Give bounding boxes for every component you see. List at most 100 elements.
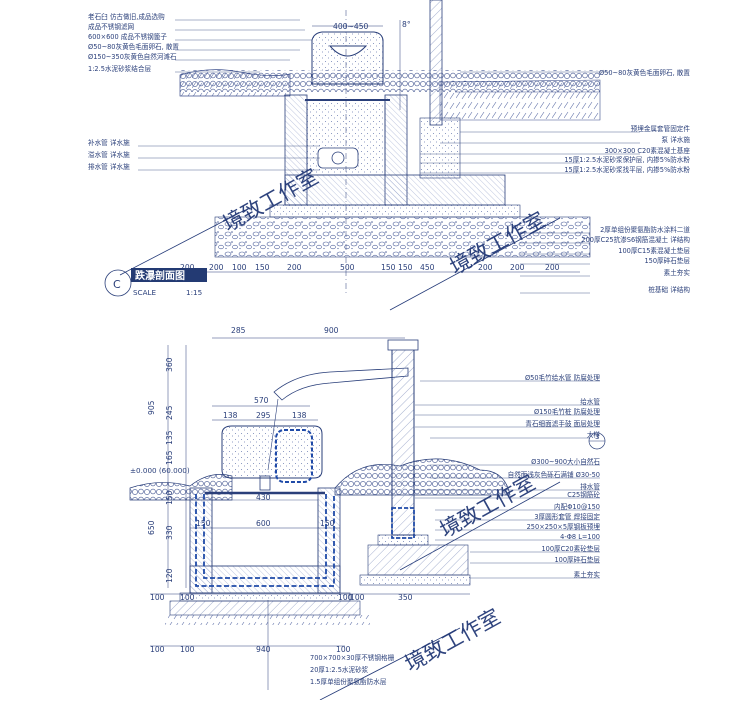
top-left-leaders xyxy=(138,19,320,171)
bottom-right-note: 内配Φ10@150 xyxy=(554,502,600,511)
top-right-note: 150厚碎石垫层 xyxy=(644,256,690,265)
top-right-note: 300×300 C20素混凝土基座 xyxy=(605,146,691,155)
bottom-bottom-note: 1.5厚单组份聚氨酯防水层 xyxy=(310,677,387,686)
top-bottom-dim: 500 xyxy=(340,263,355,272)
bottom-right-note: 给水管 xyxy=(580,397,600,406)
bottom-right-note: 100厚C20素砼垫层 xyxy=(541,544,600,553)
top-right-note: 泵 详水施 xyxy=(662,135,691,144)
bottom-right-note: 排水管 xyxy=(580,482,600,491)
bottom-right-note: 大样 xyxy=(587,430,601,439)
bottom-bottom-dim: 100 xyxy=(350,593,365,602)
top-bottom-dim: 200 xyxy=(478,263,493,272)
bottom-bottom-dim: 100 xyxy=(150,645,165,654)
bottom-dim-285: 285 xyxy=(231,326,246,335)
bottom-bottom-dim: 100 xyxy=(336,645,351,654)
bottom-right-note: 青石细面滤手鼓 面层处理 xyxy=(525,419,600,428)
bottom-right-note: 自然面浅灰色砾石满铺 Ø30-50 xyxy=(508,470,600,479)
top-right-note: 15厚1:2.5水泥砂浆找平层, 内掺5%防水粉 xyxy=(564,165,690,174)
spout-pipe xyxy=(273,367,409,401)
watermark-line-2 xyxy=(389,217,561,311)
bottom-right-note: Ø300~900大小自然石 xyxy=(531,457,600,466)
bottom-bottom-dim: 100 xyxy=(150,593,165,602)
bottom-post-plinth xyxy=(377,534,429,546)
bottom-left-dim: 330 xyxy=(165,525,174,540)
stone-mortar xyxy=(311,31,384,85)
bottom-left-dim: 905 xyxy=(147,400,156,415)
top-bottom-dim: 150 xyxy=(381,263,396,272)
bottom-bottom-notes: 700×700×30厚不锈钢格栅 20厚1:2.5水泥砂浆 1.5厚单组份聚氨酯防水… xyxy=(310,653,395,686)
watermark-4: 境致工作室 xyxy=(401,604,504,676)
top-bottom-dim: 200 xyxy=(287,263,302,272)
bottom-left-dim: 245 xyxy=(165,405,174,420)
pump xyxy=(317,147,359,169)
top-dim-width: 400~450 xyxy=(333,22,369,31)
top-left-pipe-note: 溢水管 详水施 xyxy=(88,150,130,159)
bottom-right-note: 4-Φ8 L=100 xyxy=(560,533,600,541)
bottom-left-dim: 360 xyxy=(165,357,174,372)
top-right-note: 15厚1:2.5水泥砂浆保护层, 内掺5%防水粉 xyxy=(564,155,690,164)
bottom-right-note: Ø150毛竹桩 防腐处理 xyxy=(534,407,600,416)
bottom-right-note: 3厚圆形套管 焊接固定 xyxy=(534,512,600,521)
bottom-foundation2 xyxy=(169,600,361,616)
top-bottom-dim: 150 xyxy=(398,263,413,272)
bottom-dim-900: 900 xyxy=(324,326,339,335)
bottom-rebar-outline xyxy=(195,494,335,587)
bottom-dim-570: 570 xyxy=(254,396,269,405)
bottom-post-footing xyxy=(367,544,469,576)
top-right-note: 桩基础 详结构 xyxy=(648,285,690,294)
top-left-note: 600×600 成品不锈钢篦子 xyxy=(88,32,167,41)
bottom-left-dim: 135 xyxy=(165,430,174,445)
top-dim-angle: 8° xyxy=(402,20,411,29)
bottom-basin-overflow xyxy=(259,475,271,491)
bottom-left-dim: 650 xyxy=(147,520,156,535)
bottom-dim-138b: 138 xyxy=(292,411,307,420)
bottom-bamboo-cap xyxy=(387,339,419,351)
top-left-note: Ø50~80灰黄色毛面卵石, 散置 xyxy=(88,42,179,51)
top-title-bg xyxy=(131,268,207,282)
bottom-left-dim: 120 xyxy=(165,568,174,583)
bottom-section: 285 900 570 138 295 138 360 905 245 135 165 6… xyxy=(129,326,606,690)
bottom-stone-basin xyxy=(221,425,323,479)
bottom-dim-138a: 138 xyxy=(223,411,238,420)
bottom-right-note: 250×250×5厚钢板预埋 xyxy=(527,522,601,531)
watermark-line-4 xyxy=(319,627,461,701)
bottom-left-dim: 165 xyxy=(165,450,174,465)
top-bottom-dim: 450 xyxy=(420,263,435,272)
top-left-note: Ø150~350灰黄色自然河滩石 xyxy=(88,52,177,61)
bottom-bottom-dim: 100 xyxy=(180,593,195,602)
watermark-line-1 xyxy=(119,209,246,276)
top-scale-label: SCALE xyxy=(133,288,157,297)
bottom-pool-floor xyxy=(189,565,341,594)
bottom-bottom-note: 20厚1:2.5水泥砂浆 xyxy=(310,665,369,674)
bottom-dim-150b: 150 xyxy=(320,519,335,528)
top-bottom-dim: 200 xyxy=(209,263,224,272)
bottom-dim-430: 430 xyxy=(256,493,271,502)
top-bottom-dim: 100 xyxy=(232,263,247,272)
bottom-basin-dashed xyxy=(275,429,313,483)
top-right-leaders xyxy=(420,71,640,294)
top-post-footing xyxy=(419,117,461,179)
bottom-right-note: C25钢筋砼 xyxy=(567,490,600,499)
top-base-gravel xyxy=(214,216,591,258)
bottom-pool-water xyxy=(211,499,319,567)
top-bottom-dim: 150 xyxy=(255,263,270,272)
top-scale-value: 1:15 xyxy=(186,288,202,297)
bottom-soil xyxy=(165,615,370,625)
top-ground-right xyxy=(439,79,601,121)
bottom-bottom-note: 700×700×30厚不锈钢格栅 xyxy=(310,653,395,662)
top-base-layer1 xyxy=(269,204,521,218)
bottom-dim-600: 600 xyxy=(256,519,271,528)
top-right-note: 100厚C15素混凝土垫层 xyxy=(618,246,690,255)
bottom-post-gravel xyxy=(359,574,471,586)
bottom-dim-295: 295 xyxy=(256,411,271,420)
top-title-text: 跌瀑剖面图 xyxy=(135,269,185,282)
top-bottom-dim: 200 xyxy=(510,263,525,272)
bottom-bottom-dim: 100 xyxy=(180,645,195,654)
top-ground-left xyxy=(179,69,291,97)
detail-ref-number: 3 xyxy=(595,432,600,441)
top-right-note: 2厚单组份聚氨酯防水涂料二道 xyxy=(600,225,690,234)
